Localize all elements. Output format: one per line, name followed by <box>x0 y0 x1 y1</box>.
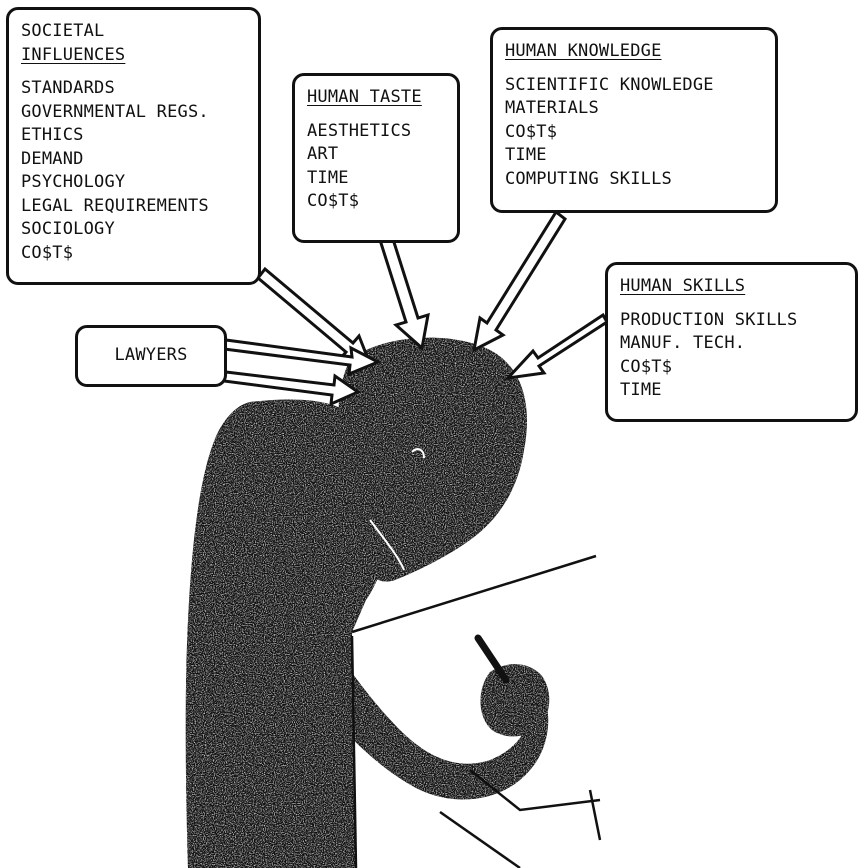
list-item: ART <box>307 143 445 167</box>
list-item: GOVERNMENTAL REGS. <box>21 101 246 125</box>
societal-list: STANDARDS GOVERNMENTAL REGS. ETHICS DEMA… <box>21 77 246 265</box>
drafting-desk <box>352 556 600 868</box>
list-item: SOCIOLOGY <box>21 218 246 242</box>
lawyers-label: LAWYERS <box>114 344 187 368</box>
list-item: ETHICS <box>21 124 246 148</box>
societal-title-line2: INFLUENCES <box>21 44 246 68</box>
list-item: TIME <box>620 379 843 403</box>
human-skills-box: HUMAN SKILLS PRODUCTION SKILLS MANUF. TE… <box>605 262 858 422</box>
list-item: MANUF. TECH. <box>620 332 843 356</box>
list-item: TIME <box>307 167 445 191</box>
list-item: STANDARDS <box>21 77 246 101</box>
human-knowledge-box: HUMAN KNOWLEDGE SCIENTIFIC KNOWLEDGE MAT… <box>490 27 778 213</box>
skills-list: PRODUCTION SKILLS MANUF. TECH. CO$T$ TIM… <box>620 309 843 403</box>
list-item: COMPUTING SKILLS <box>505 168 763 192</box>
arrow-from-knowledge <box>474 212 565 350</box>
knowledge-list: SCIENTIFIC KNOWLEDGE MATERIALS CO$T$ TIM… <box>505 74 763 192</box>
taste-list: AESTHETICS ART TIME CO$T$ <box>307 120 445 214</box>
list-item: CO$T$ <box>620 356 843 380</box>
human-taste-box: HUMAN TASTE AESTHETICS ART TIME CO$T$ <box>292 73 460 243</box>
lawyers-box: LAWYERS <box>75 325 227 387</box>
list-item: LEGAL REQUIREMENTS <box>21 195 246 219</box>
knowledge-title: HUMAN KNOWLEDGE <box>505 40 763 64</box>
list-item: CO$T$ <box>21 242 246 266</box>
designer-drawing-icon <box>186 338 550 868</box>
arrow-from-skills <box>508 315 607 378</box>
list-item: MATERIALS <box>505 97 763 121</box>
list-item: PSYCHOLOGY <box>21 171 246 195</box>
list-item: TIME <box>505 144 763 168</box>
list-item: CO$T$ <box>505 121 763 145</box>
list-item: AESTHETICS <box>307 120 445 144</box>
arrow-from-lawyers-lower <box>224 372 358 404</box>
list-item: DEMAND <box>21 148 246 172</box>
arrow-from-taste <box>380 236 428 348</box>
societal-title-line1: SOCIETAL <box>21 20 246 44</box>
taste-title: HUMAN TASTE <box>307 86 445 110</box>
societal-influences-box: SOCIETAL INFLUENCES STANDARDS GOVERNMENT… <box>6 7 261 285</box>
list-item: SCIENTIFIC KNOWLEDGE <box>505 74 763 98</box>
list-item: PRODUCTION SKILLS <box>620 309 843 333</box>
list-item: CO$T$ <box>307 190 445 214</box>
skills-title: HUMAN SKILLS <box>620 275 843 299</box>
